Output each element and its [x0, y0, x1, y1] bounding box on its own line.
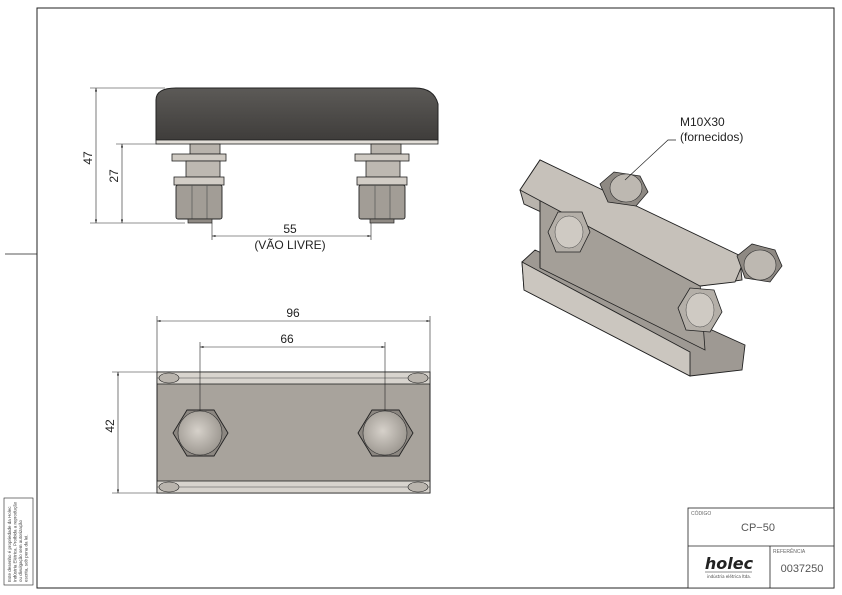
title-block: CÓDIGO CP−50 REFERÊNCIA 0037250 holec in… [687, 507, 835, 589]
dim-66 [199, 342, 386, 411]
dim-47 [90, 87, 185, 224]
iso-bolt-right [677, 243, 783, 333]
top-bolt-left [172, 409, 229, 457]
iso-bolt-left [547, 171, 649, 253]
dim-96-label: 96 [286, 306, 300, 320]
top-bolt-right [357, 409, 414, 457]
brand-sub: indústria elétrica ltda. [707, 574, 751, 579]
dim-42-label: 42 [103, 419, 117, 433]
callout-text-2: (fornecidos) [680, 130, 743, 144]
top-view: 96 66 42 [103, 306, 431, 494]
front-cap-plate [155, 87, 439, 141]
dim-96 [156, 316, 431, 372]
notice-line-2: Indústria Elétrica. Proibida a reproduçã… [13, 501, 18, 582]
notice-line-4: escrita, sob pena da lei. [24, 534, 29, 582]
code-label: CÓDIGO [691, 510, 711, 517]
sheet-border [36, 7, 835, 589]
ref-value: 0037250 [781, 563, 824, 575]
dim-42 [112, 371, 157, 494]
code-value: CP−50 [741, 522, 775, 534]
notice-line-3: ou divulgação sem autorização [18, 519, 23, 582]
dim-55-note: (VÃO LIVRE) [254, 238, 325, 252]
front-bolt-left [171, 143, 227, 224]
front-bolt-right [354, 143, 410, 224]
dim-55 [211, 223, 372, 240]
notice-line-1: Este desenho é propriedade da Holec [7, 506, 12, 582]
isometric-view: M10X30 (fornecidos) [519, 115, 783, 377]
brand-name: holec [705, 554, 754, 573]
callout-leader [624, 139, 676, 181]
front-base-plate [155, 139, 439, 145]
front-view: 47 27 55 (VÃO LIVRE) [81, 87, 439, 252]
copyright-notice: Este desenho é propriedade da Holec Indú… [3, 497, 34, 586]
dim-66-label: 66 [280, 332, 294, 346]
callout-text-1: M10X30 [680, 115, 725, 129]
dim-47-label: 47 [81, 151, 95, 165]
dim-27-label: 27 [107, 169, 121, 183]
dim-55-label: 55 [283, 222, 297, 236]
ref-label: REFERÊNCIA [773, 547, 806, 555]
dim-27 [116, 143, 170, 223]
holec-logo: holec indústria elétrica ltda. [705, 554, 754, 579]
